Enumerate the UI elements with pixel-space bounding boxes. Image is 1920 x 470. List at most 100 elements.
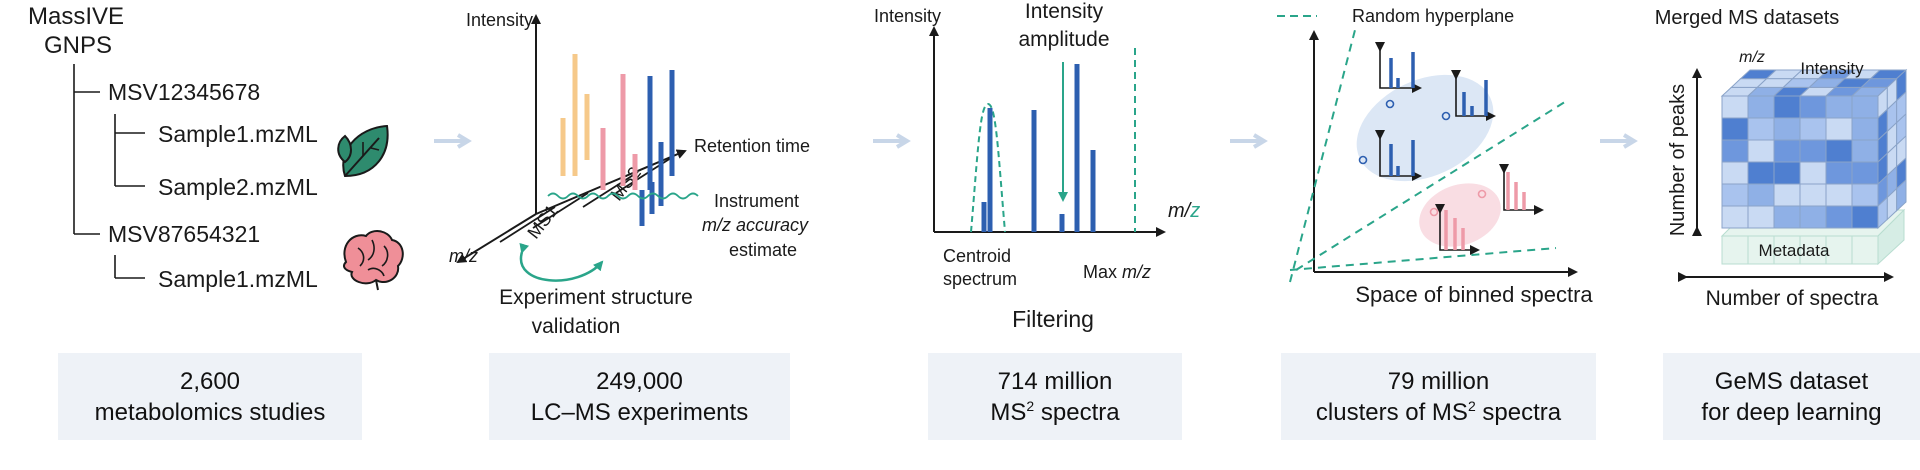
centroid-peaks (981, 64, 1096, 232)
cube-cell (1721, 95, 1749, 119)
amplitude-label-line2: amplitude (1018, 28, 1109, 51)
hyperplane-legend-label: Random hyperplane (1352, 6, 1514, 26)
cube-cell (1851, 205, 1879, 229)
cube-cell (1747, 117, 1775, 141)
panel2-depth-axis (456, 213, 537, 264)
cube-cell (1773, 95, 1801, 119)
tree-lines (73, 64, 145, 279)
dataset1-file2: Sample2.mzML (158, 174, 318, 200)
cube-cell (1721, 139, 1749, 163)
cube-cell (1851, 139, 1879, 163)
stat-box-studies: 2,600 metabolomics studies (58, 353, 362, 440)
merged-title: Merged MS datasets (1655, 7, 1840, 29)
mini-spectrum-4 (1499, 164, 1544, 215)
stat-clusters-value: 79 million (1387, 367, 1490, 395)
dataset2-label: MSV87654321 (108, 221, 260, 247)
cube-cell (1721, 205, 1749, 229)
spectra-axis-label: Number of spectra (1706, 287, 1879, 310)
root-line1: MassIVE (28, 3, 124, 30)
cube-cell (1825, 139, 1853, 163)
cube-cell (1896, 178, 1907, 212)
centroid-label-line2: spectrum (943, 269, 1017, 289)
stat-studies-label: metabolomics studies (94, 398, 326, 426)
max-mz-label: Max m/z (1083, 262, 1151, 282)
cube-cell (1721, 161, 1749, 185)
panel3-y-axis-label: Intensity (874, 6, 941, 26)
cluster-pink (1419, 183, 1501, 247)
cube-cell (1799, 161, 1827, 185)
mini-spectrum-3 (1375, 130, 1422, 181)
panel2-y-axis-label: Intensity (466, 10, 533, 30)
flow-arrows (434, 133, 1638, 149)
mz-label: m/z (1739, 49, 1765, 66)
panel2-depth-axis-label: m/z (449, 246, 478, 266)
centroid-label-line1: Centroid (943, 246, 1011, 266)
lcms-3d-plot: Intensity Retention time m/z MS1 MS2 (449, 10, 810, 338)
stat-box-spectra: 714 million MS2 spectra (928, 353, 1182, 440)
accuracy-note-line1: Instrument (714, 191, 799, 211)
merged-datasets-panel: Merged MS datasets Metadata m/z Intensit… (1655, 7, 1908, 310)
accuracy-note-line3: estimate (729, 240, 797, 260)
panel2-caption-line1: Experiment structure (499, 286, 693, 309)
filtering-plot: Intensity Intensity amplitude m/z Centro… (874, 0, 1200, 332)
stat-experiments-label: LC–MS experiments (530, 398, 749, 426)
cube-cell (1799, 95, 1827, 119)
file-tree: MassIVE GNPS MSV12345678 Sample1.mzML Sa… (28, 3, 404, 292)
cube-cell (1799, 117, 1827, 141)
cube-cell (1825, 205, 1853, 229)
dataset1-label: MSV12345678 (108, 79, 260, 105)
stat-spectra-label: MS2 spectra (990, 397, 1120, 426)
metadata-label: Metadata (1759, 241, 1830, 260)
stat-box-clusters: 79 million clusters of MS2 spectra (1281, 353, 1596, 440)
lcms-peaks (560, 54, 675, 226)
stat-box-experiments: 249,000 LC–MS experiments (489, 353, 790, 440)
cube-cell (1773, 183, 1801, 207)
ms1-label: MS1 (523, 201, 562, 242)
cube-cell (1773, 117, 1801, 141)
brain-icon (343, 230, 404, 291)
panel2-caption-line2: validation (532, 315, 621, 338)
cube-cell (1721, 117, 1749, 141)
root-line2: GNPS (44, 32, 112, 59)
cube-cell (1825, 95, 1853, 119)
cube-cell (1825, 161, 1853, 185)
cube-cell (1851, 95, 1879, 119)
noise-trace (547, 192, 699, 200)
dataset2-file1: Sample1.mzML (158, 266, 318, 292)
cube-cell (1851, 161, 1879, 185)
cube-cell (1747, 183, 1775, 207)
peaks-axis-label: Number of peaks (1667, 84, 1689, 236)
clustering-plot: Random hyperplane (1277, 6, 1593, 307)
validation-arrow (519, 242, 604, 282)
dataset1-file1: Sample1.mzML (158, 121, 318, 147)
cube-cell (1747, 161, 1775, 185)
cube-cell (1825, 117, 1853, 141)
cluster-blue (1356, 74, 1494, 182)
cube-cell (1799, 183, 1827, 207)
cube-cell (1747, 139, 1775, 163)
stat-gems-label: for deep learning (1701, 398, 1882, 426)
cube-cell (1773, 161, 1801, 185)
panel2-x-axis-label: Retention time (694, 136, 810, 156)
intensity-label: Intensity (1800, 59, 1864, 78)
panel4-caption: Space of binned spectra (1355, 282, 1593, 307)
mini-spectrum-2 (1451, 70, 1496, 121)
cube-cell (1747, 95, 1775, 119)
stat-clusters-label: clusters of MS2 spectra (1315, 397, 1562, 426)
stat-spectra-value: 714 million (997, 367, 1113, 395)
mini-spectrum-5 (1435, 204, 1480, 255)
panel3-x-axis-label: m/z (1168, 200, 1200, 222)
stat-studies-value: 2,600 (179, 367, 241, 395)
amplitude-label-line1: Intensity (1025, 0, 1104, 23)
accuracy-note-line2: m/z accuracy (702, 215, 809, 235)
leaf-icon (337, 124, 389, 178)
cube-cell (1851, 183, 1879, 207)
stat-experiments-value: 249,000 (596, 367, 683, 395)
cube-cell (1721, 183, 1749, 207)
cube-cell (1773, 205, 1801, 229)
cube-cell (1799, 205, 1827, 229)
stat-box-gems: GeMS dataset for deep learning (1663, 353, 1920, 440)
cube-cell (1825, 183, 1853, 207)
stat-gems-value: GeMS dataset (1714, 367, 1869, 395)
